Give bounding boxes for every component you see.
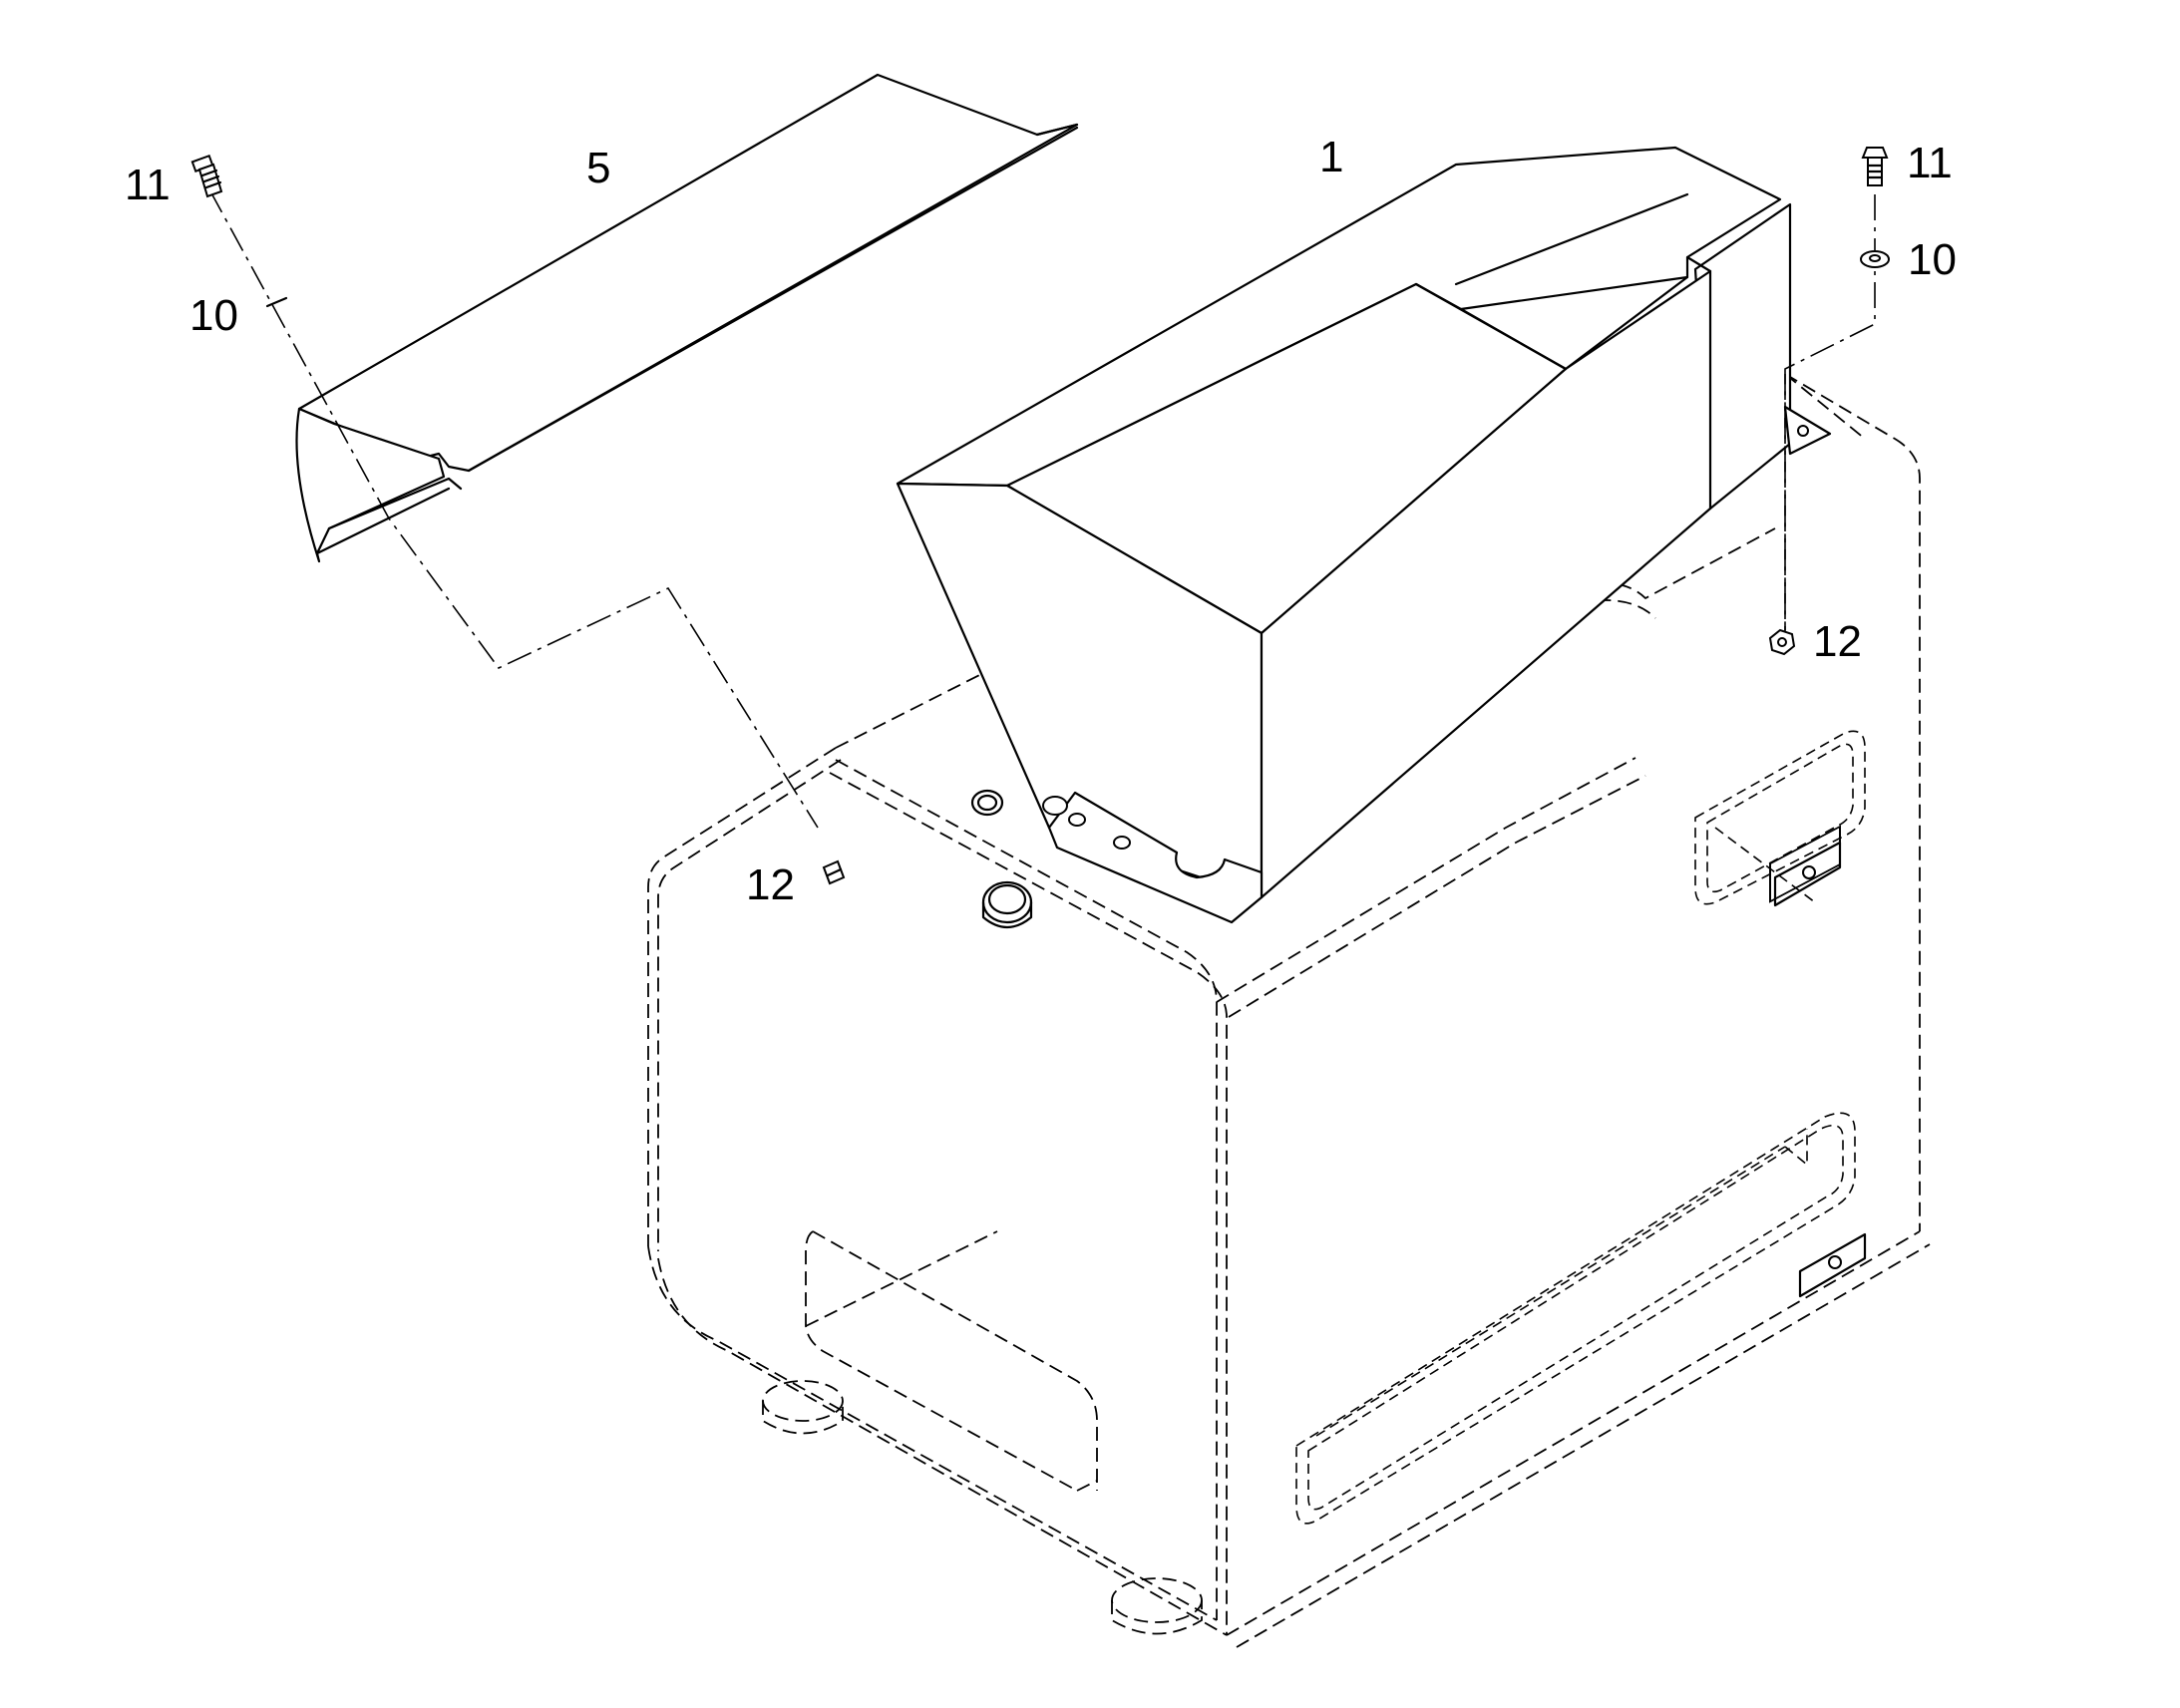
small-fitting xyxy=(970,789,1004,817)
flange-slot xyxy=(1068,813,1086,827)
tank-feet-hidden xyxy=(762,1380,1203,1635)
callout-bolt-left: 11 xyxy=(125,161,171,209)
callout-bolt-right: 11 xyxy=(1907,139,1953,187)
part-5-cover-plate xyxy=(295,73,1079,563)
nut-right xyxy=(1768,628,1796,656)
callout-washer-left: 10 xyxy=(189,291,238,340)
bolt-right xyxy=(1861,147,1889,186)
callout-labels: 1 5 11 10 12 11 10 12 xyxy=(125,133,1957,909)
washer-left xyxy=(265,296,288,308)
upper-bracket-plate xyxy=(1769,825,1841,903)
callout-part-1: 1 xyxy=(1319,133,1343,181)
callout-nut-left: 12 xyxy=(746,860,795,909)
part-1-cover xyxy=(896,146,1832,924)
callout-washer-right: 10 xyxy=(1908,235,1957,284)
nut-left xyxy=(822,859,846,885)
filler-cap xyxy=(981,880,1033,929)
right-lower-window-hidden xyxy=(1295,1112,1856,1525)
left-access-window-hidden xyxy=(805,1230,1098,1492)
bolt-left xyxy=(190,154,223,198)
bracket-hole xyxy=(1802,865,1816,879)
mount-hole xyxy=(1797,425,1809,437)
callout-nut-right: 12 xyxy=(1813,617,1862,666)
washer-right xyxy=(1860,250,1890,268)
callout-part-5: 5 xyxy=(586,144,610,192)
tank-body-hidden-outline xyxy=(647,373,1931,1648)
upper-bracket-plate-outline xyxy=(1773,841,1842,907)
right-upper-window-hidden xyxy=(1694,730,1866,905)
flange-slot xyxy=(1113,836,1131,850)
flange-hole xyxy=(1042,796,1068,816)
lower-bracket-plate xyxy=(1798,1232,1867,1298)
bracket-hole xyxy=(1828,1255,1842,1269)
